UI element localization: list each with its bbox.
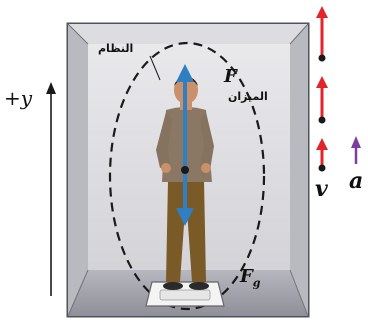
velocity-label: v — [315, 176, 328, 202]
acceleration-label: a — [349, 168, 363, 194]
elevator-left-wall — [68, 24, 88, 316]
scale-force-label: F — [224, 66, 237, 87]
elevator-ceiling — [68, 24, 308, 44]
y-axis-arrowhead — [46, 82, 56, 94]
elevator-right-wall — [290, 24, 308, 316]
scale-label: الميزان — [228, 90, 268, 103]
system-label: النظام — [98, 42, 133, 55]
velocity-vectors — [316, 6, 328, 172]
gravity-force-subscript: g — [253, 277, 261, 290]
gravity-force-label: Fg — [240, 266, 260, 290]
y-axis-label: +y — [4, 86, 32, 110]
acceleration-arrowhead — [351, 136, 361, 148]
force-origin-dot — [181, 166, 189, 174]
bathroom-scale-icon — [146, 282, 224, 306]
